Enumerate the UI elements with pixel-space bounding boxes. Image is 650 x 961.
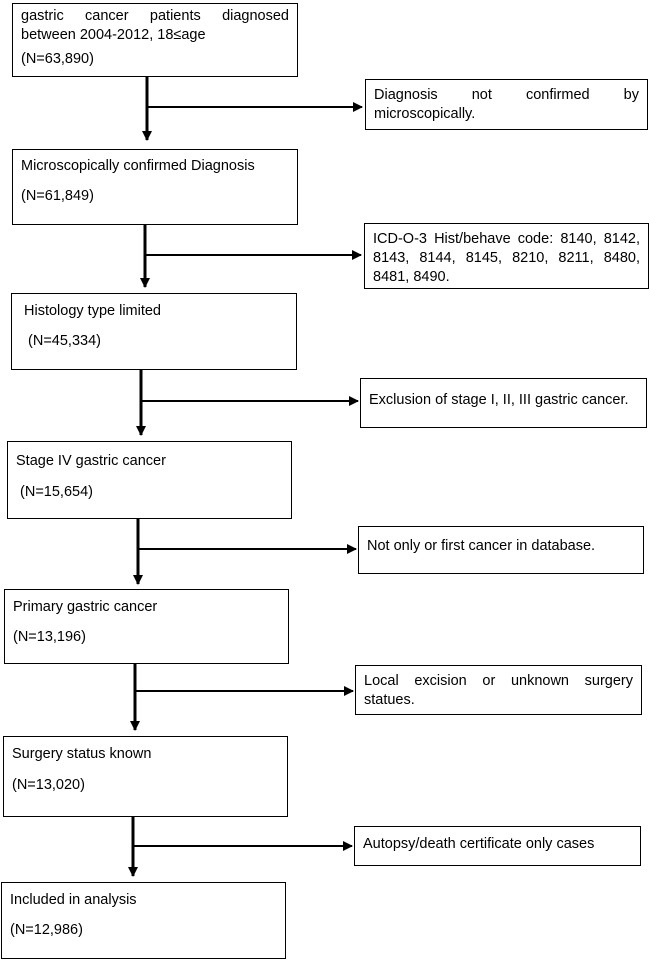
step-count: (N=15,654)	[16, 484, 93, 500]
exclusion-text: Exclusion of stage I, II, III gastric ca…	[369, 392, 629, 408]
step-count: (N=61,849)	[21, 188, 94, 204]
step-box-5: Primary gastric cancer (N=13,196)	[4, 589, 289, 664]
step-title: gastric cancer patients diagnosed betwee…	[21, 8, 289, 43]
exclusion-box-5: Local excision or unknown surgery statue…	[355, 665, 642, 715]
exclusion-text: ICD-O-3 Hist/behave code: 8140, 8142, 81…	[373, 231, 640, 285]
step-title: Surgery status known	[12, 746, 152, 762]
step-count: (N=12,986)	[10, 922, 83, 938]
step-title: Stage IV gastric cancer	[16, 453, 166, 469]
exclusion-text: Local excision or unknown surgery statue…	[364, 673, 633, 708]
exclusion-box-2: ICD-O-3 Hist/behave code: 8140, 8142, 81…	[364, 223, 649, 289]
step-box-7: Included in analysis (N=12,986)	[1, 882, 286, 959]
step-count: (N=13,196)	[13, 629, 86, 645]
step-box-1: gastric cancer patients diagnosed betwee…	[12, 3, 298, 77]
step-box-2: Microscopically confirmed Diagnosis (N=6…	[12, 149, 298, 225]
step-count: (N=63,890)	[21, 51, 94, 67]
step-box-3: Histology type limited (N=45,334)	[11, 293, 297, 370]
step-title: Histology type limited	[24, 303, 161, 319]
step-count: (N=13,020)	[12, 777, 85, 793]
step-title: Microscopically confirmed Diagnosis	[21, 158, 255, 174]
exclusion-box-4: Not only or first cancer in database.	[358, 526, 644, 574]
exclusion-box-3: Exclusion of stage I, II, III gastric ca…	[360, 378, 647, 428]
step-box-6: Surgery status known (N=13,020)	[3, 736, 288, 817]
step-title: Included in analysis	[10, 892, 137, 908]
exclusion-box-6: Autopsy/death certificate only cases	[354, 826, 641, 866]
exclusion-box-1: Diagnosis not confirmed by microscopical…	[365, 79, 648, 130]
step-box-4: Stage IV gastric cancer (N=15,654)	[7, 441, 292, 519]
exclusion-text: Not only or first cancer in database.	[367, 538, 596, 554]
step-title: Primary gastric cancer	[13, 599, 158, 615]
step-count: (N=45,334)	[24, 333, 101, 349]
exclusion-text: Diagnosis not confirmed by microscopical…	[374, 87, 639, 122]
exclusion-text: Autopsy/death certificate only cases	[363, 836, 595, 852]
